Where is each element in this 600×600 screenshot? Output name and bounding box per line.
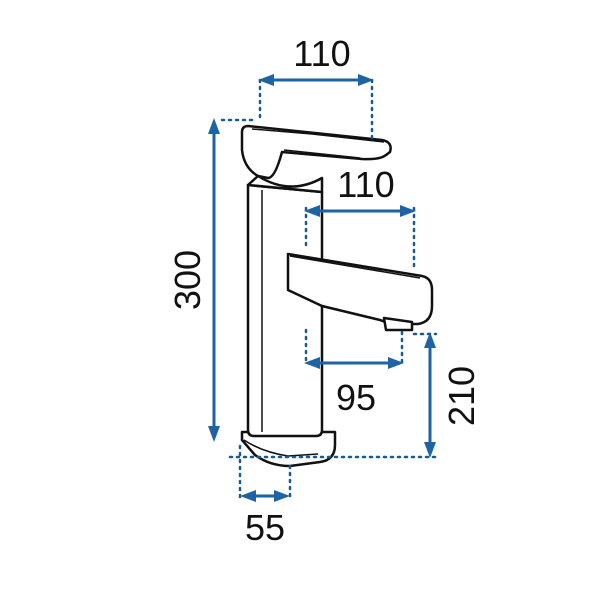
- faucet-neck: [246, 174, 324, 194]
- faucet-aerator: [382, 316, 414, 332]
- label-spout-reach: 110: [337, 164, 394, 205]
- dimension-spout-reach-arrow: [304, 205, 416, 217]
- guide-lines: [220, 78, 438, 500]
- faucet-handle-top: [251, 128, 385, 143]
- faucet-handle-edge: [283, 149, 361, 159]
- faucet-drawing: [240, 124, 434, 468]
- faucet-spout-edge: [289, 255, 421, 279]
- dimension-spout-height-arrow: [424, 332, 436, 458]
- dimension-arrows: [208, 74, 436, 502]
- faucet-body: [246, 183, 324, 438]
- dimension-handle-arrow: [258, 74, 374, 86]
- label-spout-offset: 95: [336, 377, 376, 418]
- dimension-labels: 110 110 95 300 210 55: [167, 33, 482, 548]
- label-total-height: 300: [167, 250, 208, 310]
- dimension-base-arrow: [240, 490, 290, 502]
- label-handle-length: 110: [293, 33, 350, 74]
- dimension-total-height-arrow: [208, 118, 220, 442]
- label-base-width: 55: [245, 507, 285, 548]
- dimension-spout-offset-arrow: [304, 357, 404, 369]
- label-spout-height: 210: [441, 366, 482, 426]
